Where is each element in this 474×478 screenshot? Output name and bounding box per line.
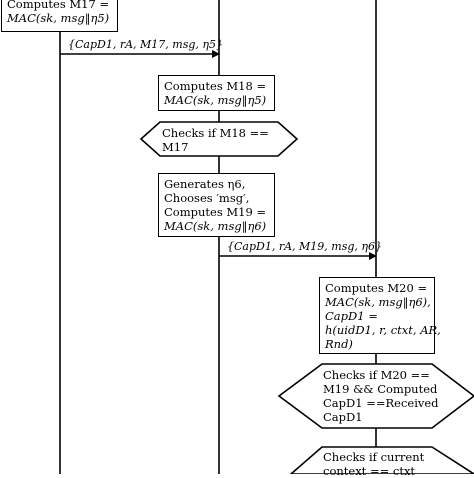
check-line: Checks if M20 == [323,368,430,382]
check-hexagon-3 [289,446,474,474]
check-text-2: Checks if M20 == M19 && Computed CapD1 =… [323,368,439,424]
box-line: MAC(sk, msg‖η5) [164,93,267,107]
box-line: MAC(sk, msg‖η5) [7,11,110,25]
box-line: MAC(sk, msg‖η6) [164,219,267,233]
process-box-m18: Computes M18 = MAC(sk, msg‖η5) [158,75,275,111]
check-line: CapD1 ==Received [323,396,439,410]
check-line: M19 && Computed [323,382,438,396]
check-line: Checks if current [323,450,425,464]
process-box-m20: Computes M20 = MAC(sk, msg‖η6), CapD1 = … [319,277,441,354]
box-line: Computes M20 = [325,281,428,295]
box-line: Rnd) [325,337,353,351]
process-box-m17: Computes M17 = MAC(sk, msg‖η5) [1,0,118,32]
check-line: Checks if M18 == [162,126,269,140]
box-line: MAC(sk, msg‖η6), [325,295,431,309]
box-line: Computes M18 = [164,79,267,93]
check-line: M17 [162,140,189,154]
box-line: Generates η6, [164,177,246,191]
box-line: Computes M17 = [7,0,110,11]
message-label-2: {CapD1, rA, M19, msg, η6} [227,240,382,253]
message-label-1: {CapD1, rA, M17, msg, η5} [68,38,223,51]
process-box-m19: Generates η6, Chooses ′msg′, Computes M1… [158,173,275,237]
check-text-1: Checks if M18 == M17 [162,126,269,154]
box-line: Chooses ′msg′, [164,191,250,205]
check-line: context == ctxt [323,464,416,478]
check-hexagon-1 [139,121,299,157]
check-hexagon-2 [277,363,474,429]
box-line: h(uidD1, r, ctxt, AR, [325,323,441,337]
box-line: Computes M19 = [164,205,267,219]
check-line: CapD1 [323,410,363,424]
box-line: CapD1 = [325,309,378,323]
